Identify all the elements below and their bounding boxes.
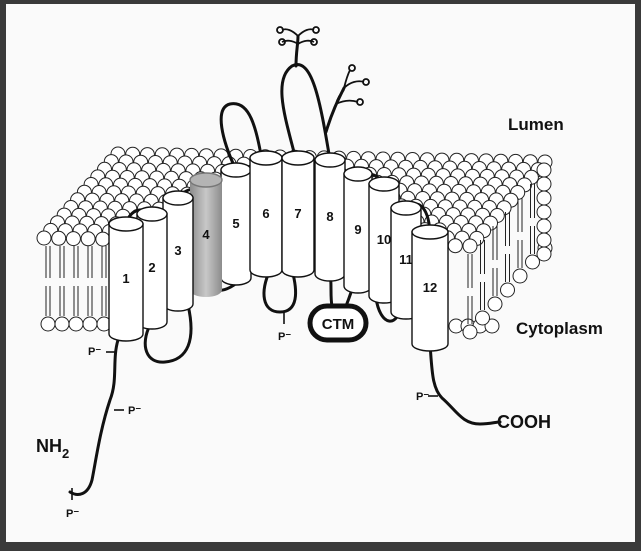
helix-number: 12 [423, 280, 437, 295]
loop-2-3 [143, 303, 193, 364]
lipid-head [54, 316, 70, 332]
ctm-label: CTM [322, 316, 355, 333]
helix-8: 8 [314, 152, 346, 282]
helix-cap [314, 152, 346, 168]
helix-4: 4 [189, 172, 223, 297]
lipid-head [82, 316, 98, 332]
lipid-head [536, 162, 552, 178]
helix-number: 8 [326, 209, 333, 224]
glycan-branch [335, 69, 365, 105]
loop-6-7 [262, 268, 298, 314]
helix-body [108, 223, 144, 342]
helix-cap [220, 162, 252, 178]
ctm-domain: CTM [307, 303, 369, 343]
lipid-head [68, 316, 84, 332]
helix-body [411, 231, 449, 352]
helix-cap [281, 150, 315, 166]
helix-cap [136, 206, 168, 222]
lipid-head [40, 316, 56, 332]
lipid-head [500, 282, 515, 298]
ctm-outline [307, 303, 369, 343]
lipid-head [65, 231, 81, 247]
lipid-head [525, 254, 540, 270]
phosphate-label: P⁻ [128, 405, 141, 417]
helix-12: 12 [411, 224, 449, 352]
helix-body [281, 157, 315, 278]
glycan-node [278, 38, 286, 46]
glycan-node [356, 98, 364, 106]
helix-number: 11 [399, 252, 413, 267]
lumen-label: Lumen [508, 115, 564, 134]
helix-number: 1 [122, 271, 129, 286]
lipid-head [536, 204, 552, 220]
lipid-head [462, 324, 478, 340]
glycan-node [362, 78, 370, 86]
lipid-head [51, 230, 67, 246]
glycan-branches [276, 26, 370, 106]
helix-number: 9 [354, 222, 361, 237]
loop-5-6 [219, 102, 264, 172]
glycan-node [310, 38, 318, 46]
glycan-branch [281, 28, 315, 45]
phosphate-ticks [71, 312, 438, 500]
lipid-head [487, 296, 503, 312]
helix-number: 5 [232, 216, 239, 231]
n-terminus-main: NH [36, 436, 62, 456]
lipid-head [36, 230, 52, 246]
helix-number: 7 [294, 206, 301, 221]
cytoplasm-label: Cytoplasm [516, 319, 603, 338]
glycan-node [276, 26, 284, 34]
helix-number: 4 [202, 227, 210, 242]
loop-7-8 [280, 63, 332, 162]
helix-7: 7 [281, 150, 315, 278]
helix-cap [390, 200, 422, 216]
lipid-head [536, 190, 552, 206]
lipid-head [80, 231, 96, 247]
helix-number: 3 [174, 243, 181, 258]
helix-cap [108, 216, 144, 232]
helix-number: 2 [148, 260, 155, 275]
glycan-node [312, 26, 320, 34]
glycan-node [348, 64, 356, 72]
lipid-head [536, 232, 552, 248]
phosphate-label: P⁻ [88, 346, 101, 358]
phosphate-label: P⁻ [278, 331, 291, 343]
lipid-head [95, 231, 111, 247]
n-terminal-tail [68, 338, 120, 496]
helix-body [190, 180, 222, 297]
helix-2: 2 [136, 206, 168, 330]
helix-cap [189, 172, 223, 188]
lipid-head [512, 268, 528, 284]
lipid-head [462, 238, 478, 254]
lipid-head [536, 176, 552, 192]
helix-cap [249, 150, 283, 166]
lipid-head [536, 246, 552, 262]
lipid-head [475, 310, 490, 326]
helix-cap [162, 190, 194, 206]
c-terminal-tail [428, 342, 502, 426]
lipid-head [536, 218, 552, 234]
n-terminus-label: NH2 [36, 436, 69, 461]
helix-cap [343, 166, 373, 182]
phosphate-label: P⁻ [66, 508, 79, 520]
helix-9: 9 [343, 166, 373, 294]
helix-5: 5 [220, 162, 252, 286]
lipid-head [447, 238, 463, 254]
helix-number: 10 [377, 232, 391, 247]
glycan-stalk-1 [294, 34, 300, 68]
helix-3: 3 [162, 190, 194, 312]
helix-cap [368, 176, 400, 192]
helix-1: 1 [108, 216, 144, 342]
c-terminus-label: COOH [497, 412, 551, 432]
helix-cap [411, 224, 449, 240]
n-terminus-subscript: 2 [62, 446, 69, 461]
helix-6: 6 [249, 150, 283, 278]
phosphate-label: P⁻ [416, 391, 429, 403]
helix-number: 6 [262, 206, 269, 221]
